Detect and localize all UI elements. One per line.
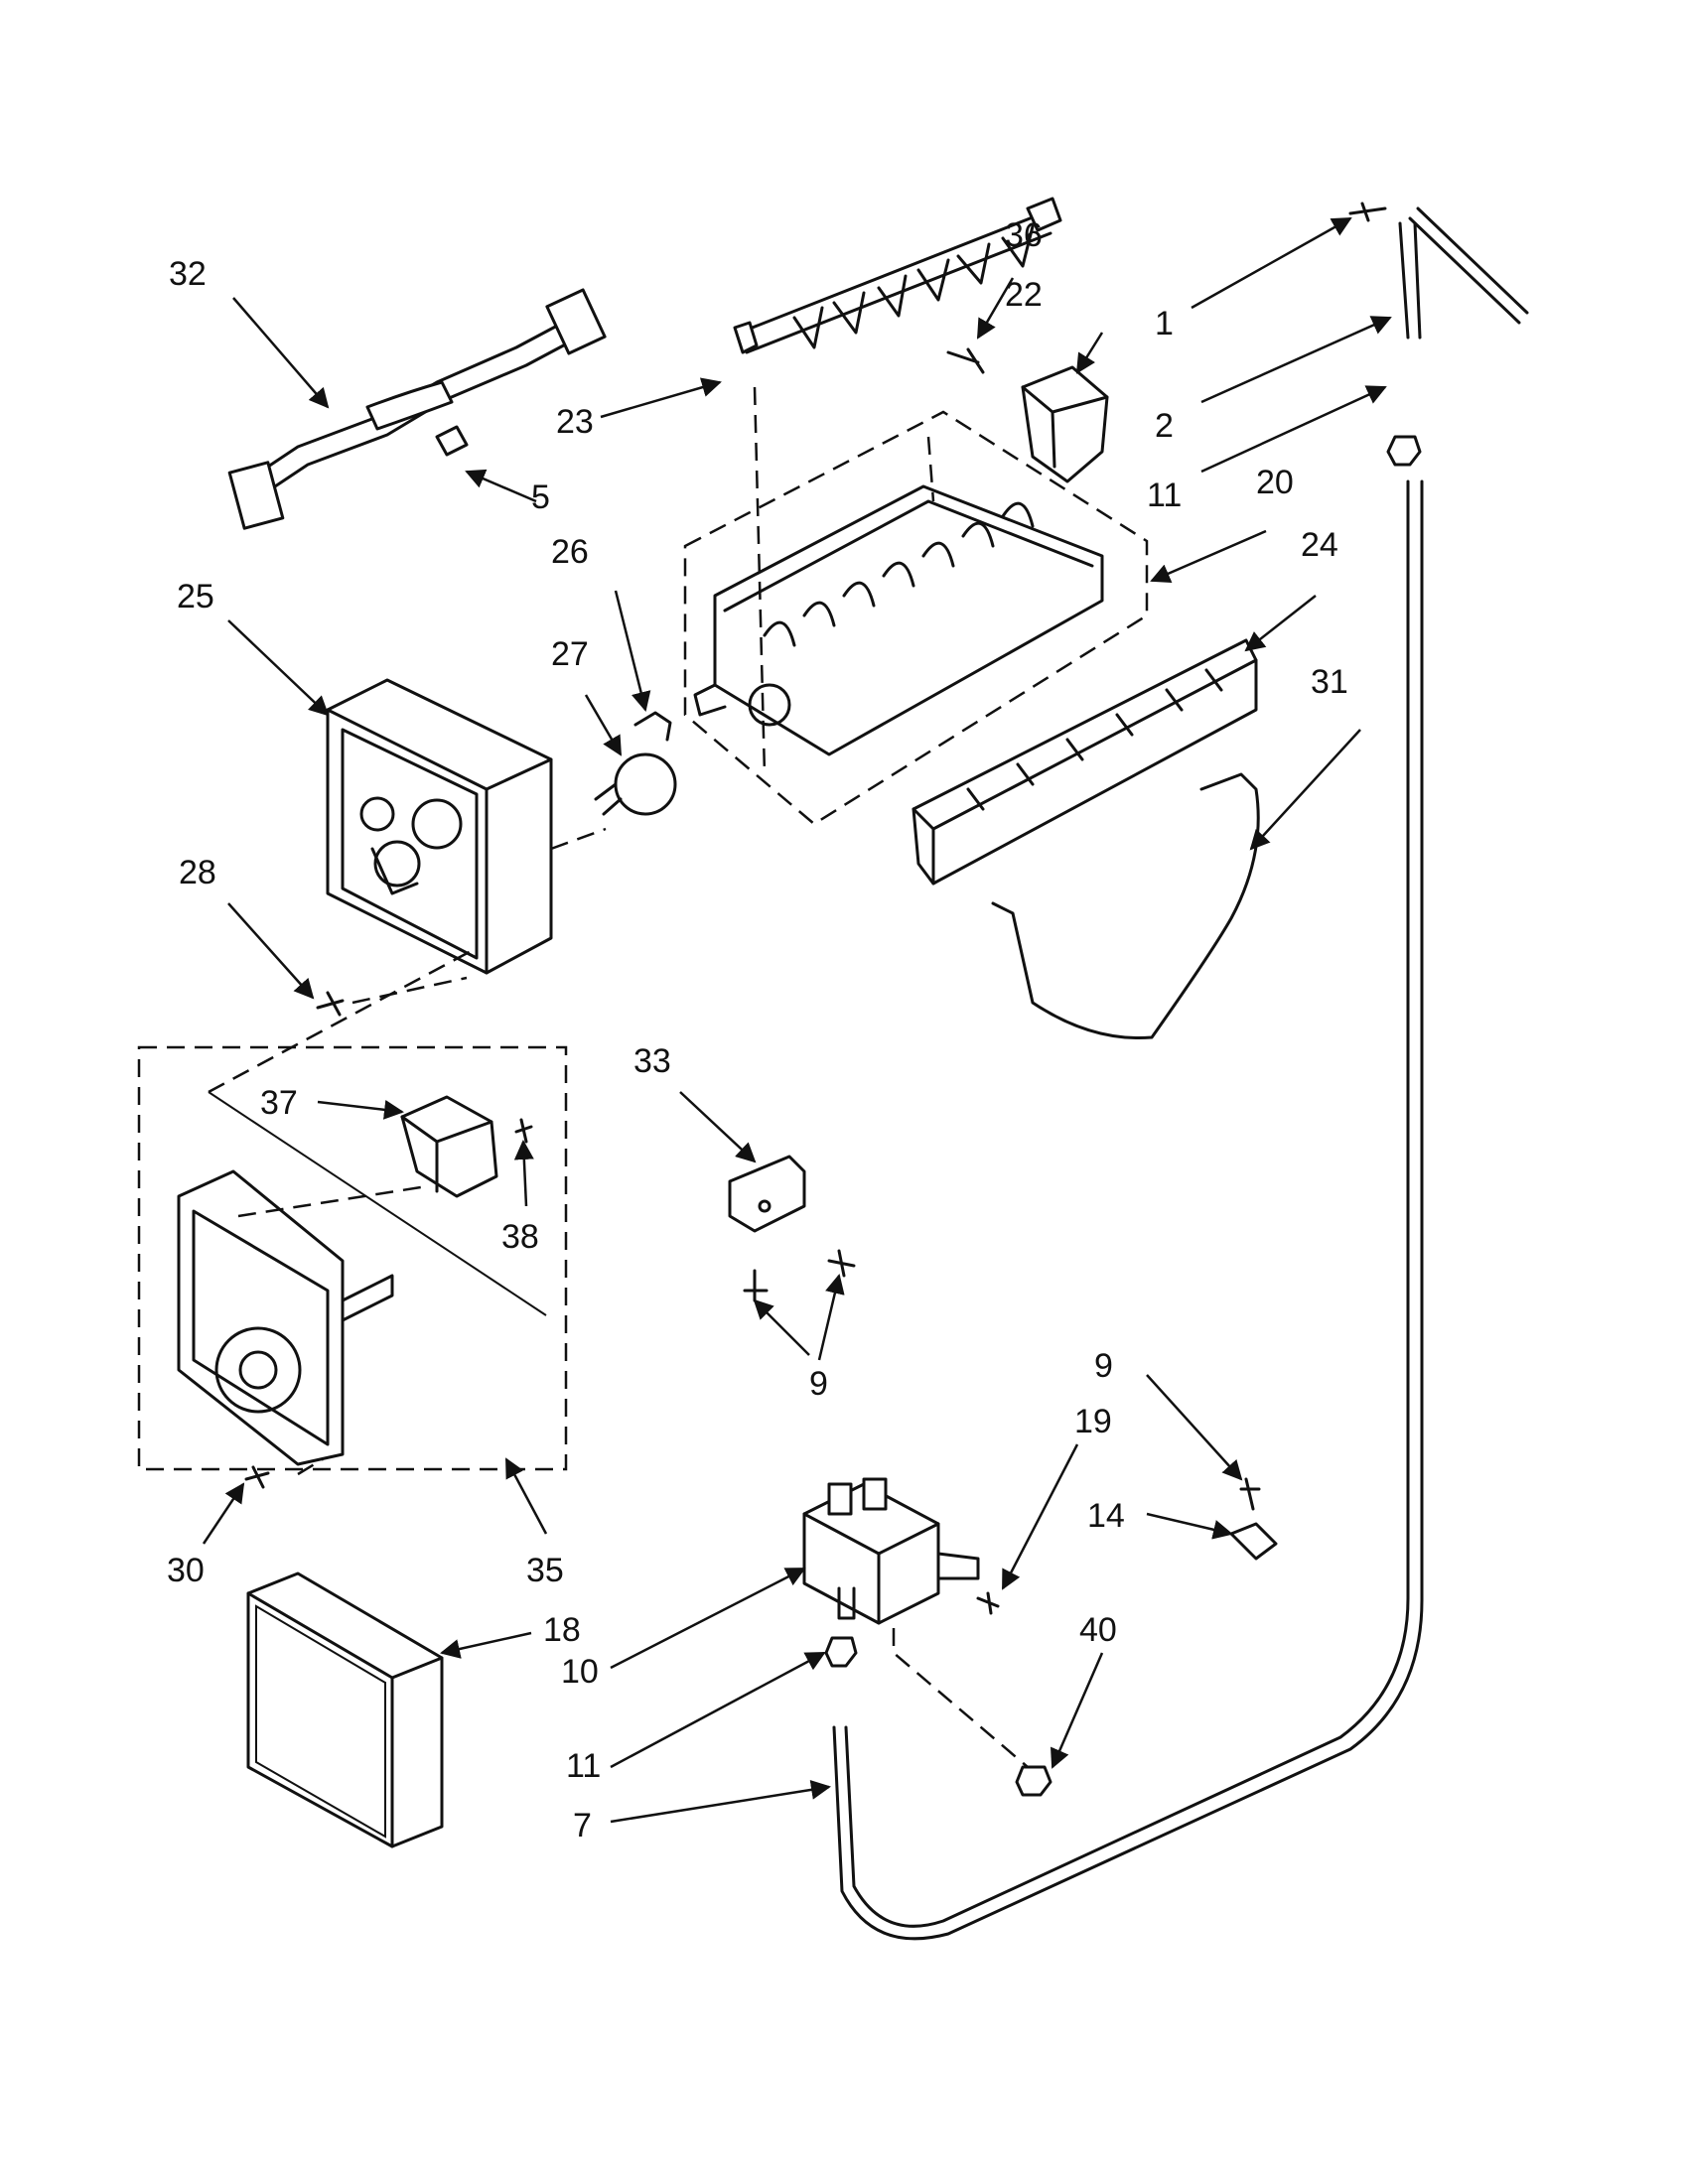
callout-22: 22	[1005, 276, 1043, 314]
callout-23: 23	[556, 403, 594, 441]
callout-9: 9	[809, 1365, 828, 1403]
nut-11b-part	[824, 1636, 858, 1668]
screw-36-part	[946, 347, 985, 374]
cover-22-part	[1021, 365, 1109, 483]
screw-9a-part	[743, 1269, 769, 1302]
callout-27: 27	[551, 635, 589, 673]
callout-33: 33	[633, 1042, 671, 1080]
callout-11: 11	[566, 1747, 601, 1785]
nut-40-guide	[892, 1628, 1029, 1768]
ejector-blade-part	[733, 197, 1062, 354]
clamp-14-part	[1229, 1522, 1278, 1561]
callout-35: 35	[526, 1552, 564, 1589]
callout-10: 10	[561, 1653, 599, 1691]
nut-40-part	[1015, 1765, 1052, 1797]
alignment-line	[753, 386, 767, 775]
callout-28: 28	[179, 854, 216, 891]
water-valve-part	[802, 1477, 980, 1625]
bracket-33-part	[728, 1155, 806, 1233]
module-group-box	[137, 1045, 568, 1471]
alignment-line	[208, 946, 478, 1094]
callout-32: 32	[169, 255, 207, 293]
callout-26: 26	[551, 533, 589, 571]
callout-30: 30	[167, 1552, 205, 1589]
callout-20: 20	[1256, 464, 1294, 501]
wire-harness-part	[227, 288, 607, 530]
screw-38-part	[514, 1118, 533, 1144]
alignment-line	[926, 436, 935, 502]
callout-40: 40	[1079, 1611, 1117, 1649]
callout-2: 2	[1155, 407, 1174, 445]
cover-18-part	[246, 1571, 444, 1848]
motor-37-part	[400, 1095, 498, 1198]
water-tube-part	[844, 479, 1410, 1928]
callout-5: 5	[531, 478, 550, 516]
callout-36: 36	[1005, 216, 1043, 254]
alignment-line	[297, 1457, 324, 1476]
alignment-line	[237, 1184, 428, 1218]
thermostat-part	[594, 752, 677, 816]
callout-14: 14	[1087, 1497, 1125, 1535]
callout-37: 37	[260, 1084, 298, 1122]
callout-11: 11	[1147, 477, 1182, 514]
callout-7: 7	[573, 1807, 592, 1844]
leader-lines	[202, 216, 1392, 1824]
callout-1: 1	[1155, 305, 1174, 342]
alignment-line	[351, 976, 468, 1005]
module-plate-part	[177, 1169, 394, 1466]
callout-25: 25	[177, 578, 214, 615]
callout-31: 31	[1311, 663, 1348, 701]
water-tube-part-inner	[832, 479, 1424, 1941]
fill-tube-part	[1348, 202, 1529, 467]
ice-mold-part	[683, 410, 1149, 826]
screw-19-part	[976, 1591, 1000, 1615]
screw-30-part	[244, 1465, 270, 1489]
module-housing-part	[326, 678, 553, 975]
callout-38: 38	[501, 1218, 539, 1256]
screw-9b-part	[827, 1249, 856, 1278]
screw-9c-part	[1239, 1477, 1261, 1511]
callout-24: 24	[1301, 526, 1338, 564]
clip-26-part	[633, 711, 672, 742]
callout-19: 19	[1074, 1403, 1112, 1440]
callout-18: 18	[543, 1611, 581, 1649]
screw-28-part	[316, 991, 345, 1017]
alignment-line	[550, 827, 607, 851]
callout-9: 9	[1094, 1347, 1113, 1385]
module-guide-line	[208, 1091, 547, 1316]
